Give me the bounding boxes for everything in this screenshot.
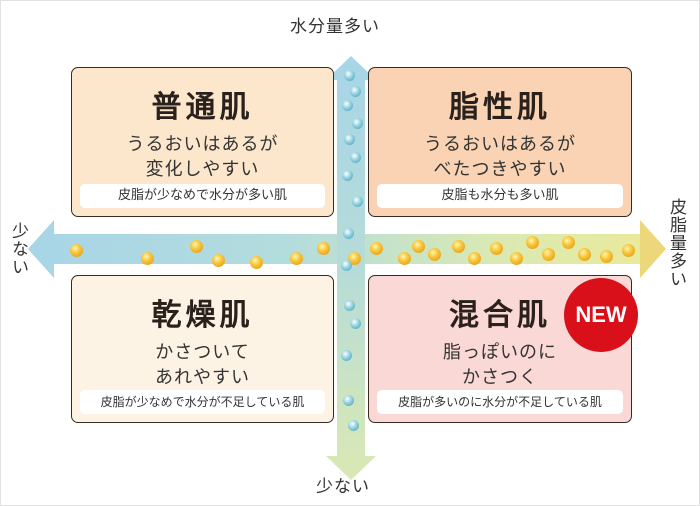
oil-droplet-icon <box>578 248 591 261</box>
oil-droplet-icon <box>290 252 303 265</box>
quadrant-description: 脂っぽいのに かさつく <box>443 342 557 388</box>
oil-droplet-icon <box>510 252 523 265</box>
oil-droplet-icon <box>600 250 613 263</box>
water-droplet-icon <box>343 228 354 239</box>
axis-label-bottom: 少ない <box>316 477 370 497</box>
oil-droplet-icon <box>542 248 555 261</box>
oil-droplet-icon <box>562 236 575 249</box>
arrow-right-icon <box>640 220 666 278</box>
water-droplet-icon <box>350 86 361 97</box>
quadrant-description: うるおいはあるが べたつきやすい <box>424 134 576 180</box>
oil-droplet-icon <box>212 254 225 267</box>
water-droplet-icon <box>342 100 353 111</box>
quadrant-normal-skin: 普通肌 うるおいはあるが 変化しやすい 皮脂が少なめで水分が多い肌 <box>71 67 334 217</box>
quadrant-title: 普通肌 <box>151 90 254 125</box>
water-droplet-icon <box>352 196 363 207</box>
water-droplet-icon <box>344 134 355 145</box>
quadrant-note: 皮脂が少なめで水分が不足している肌 <box>80 390 325 414</box>
oil-droplet-icon <box>398 252 411 265</box>
water-droplet-icon <box>342 170 353 181</box>
oil-droplet-icon <box>250 256 263 269</box>
oil-droplet-icon <box>317 242 330 255</box>
quadrant-oily-skin: 脂性肌 うるおいはあるが べたつきやすい 皮脂も水分も多い肌 <box>368 67 632 217</box>
water-droplet-icon <box>344 300 355 311</box>
oil-droplet-icon <box>622 244 635 257</box>
oil-droplet-icon <box>526 236 539 249</box>
quadrant-note: 皮脂も水分も多い肌 <box>377 184 623 208</box>
water-droplet-icon <box>352 118 363 129</box>
quadrant-description: かさついて あれやすい <box>155 342 250 388</box>
water-droplet-icon <box>343 395 354 406</box>
oil-droplet-icon <box>70 244 83 257</box>
oil-droplet-icon <box>428 248 441 261</box>
water-droplet-icon <box>344 70 355 81</box>
axis-label-left: 少ない <box>8 222 28 276</box>
oil-droplet-icon <box>370 242 383 255</box>
quadrant-title: 脂性肌 <box>449 90 551 125</box>
water-droplet-icon <box>350 318 361 329</box>
arrow-down-icon <box>326 456 376 480</box>
axis-label-top: 水分量多い <box>290 17 380 37</box>
quadrant-title: 乾燥肌 <box>151 298 254 333</box>
quadrant-note: 皮脂が少なめで水分が多い肌 <box>80 184 325 208</box>
oil-droplet-icon <box>468 252 481 265</box>
water-droplet-icon <box>348 420 359 431</box>
quadrant-dry-skin: 乾燥肌 かさついて あれやすい 皮脂が少なめで水分が不足している肌 <box>71 275 334 423</box>
arrow-left-icon <box>28 220 54 278</box>
water-droplet-icon <box>341 350 352 361</box>
oil-droplet-icon <box>141 252 154 265</box>
water-droplet-icon <box>341 260 352 271</box>
oil-droplet-icon <box>412 240 425 253</box>
oil-droplet-icon <box>490 242 503 255</box>
axis-label-right: 皮脂量多い <box>666 198 686 288</box>
oil-droplet-icon <box>452 240 465 253</box>
quadrant-title: 混合肌 <box>449 298 551 333</box>
quadrant-description: うるおいはあるが 変化しやすい <box>126 134 279 180</box>
water-droplet-icon <box>350 152 361 163</box>
oil-droplet-icon <box>190 240 203 253</box>
new-badge: NEW <box>564 278 638 352</box>
quadrant-note: 皮脂が多いのに水分が不足している肌 <box>377 390 623 414</box>
